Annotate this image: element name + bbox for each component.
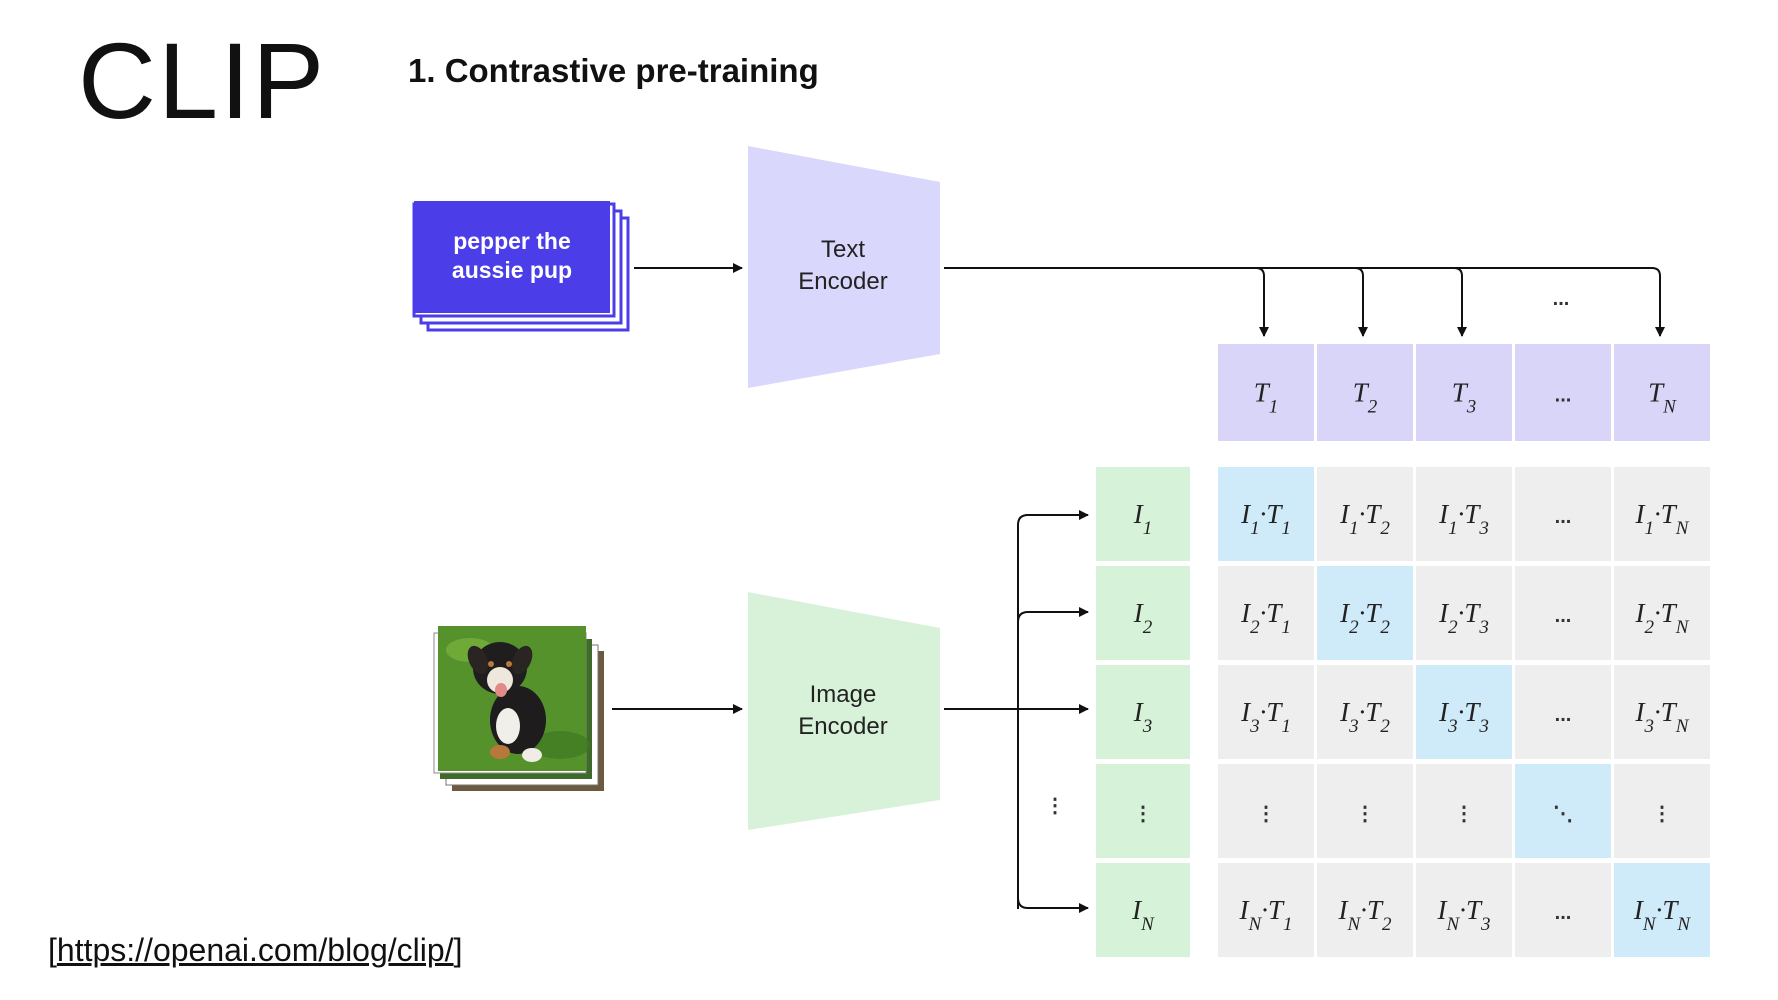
- matrix-cell-diagonal: [1416, 665, 1512, 759]
- matrix-cell: [1416, 566, 1512, 660]
- matrix-cell-diagonal: [1614, 863, 1710, 957]
- image-feature-box: [1096, 764, 1190, 858]
- matrix-vertical-ellipsis: ⋮: [1652, 803, 1672, 825]
- similarity-matrix: I1·T1 I1·T2 I1·T3... I1·TN I2·T1 I2·T2 I2·T3..…: [1218, 467, 1710, 957]
- text-encoder-line2: Encoder: [798, 268, 887, 295]
- matrix-cell: [1614, 566, 1710, 660]
- matrix-cell-label: I3·T2: [1339, 697, 1390, 737]
- matrix-cell: [1317, 764, 1413, 858]
- matrix-cell-label: IN·T3: [1437, 895, 1491, 935]
- matrix-cell: [1218, 566, 1314, 660]
- matrix-cell: [1317, 665, 1413, 759]
- matrix-horizontal-ellipsis: ...: [1555, 506, 1572, 528]
- image-feature-label: I3: [1133, 697, 1153, 737]
- matrix-cell-label: I2·T1: [1240, 598, 1291, 638]
- matrix-cell: [1614, 764, 1710, 858]
- text-feature-label: ...: [1555, 385, 1572, 407]
- matrix-cell: [1515, 467, 1611, 561]
- matrix-cell-label: I1·TN: [1635, 499, 1690, 539]
- source-url[interactable]: https://openai.com/blog/clip/: [56, 932, 454, 968]
- text-input-line1: pepper the: [453, 228, 571, 254]
- image-feature-box: [1096, 467, 1190, 561]
- text-feature-label: T3: [1452, 378, 1477, 418]
- text-input-stack: pepper the aussie pup: [412, 201, 630, 332]
- text-feature-box: [1218, 344, 1314, 441]
- matrix-diagonal-ellipsis: ⋱: [1553, 803, 1573, 825]
- matrix-cell: [1317, 467, 1413, 561]
- matrix-cell-diagonal: [1218, 467, 1314, 561]
- matrix-cell: [1515, 665, 1611, 759]
- matrix-cell-label: IN·T2: [1338, 895, 1392, 935]
- section-title: 1. Contrastive pre-training: [408, 52, 819, 89]
- image-feature-label: IN: [1131, 895, 1155, 935]
- source-link[interactable]: [https://openai.com/blog/clip/]: [48, 932, 462, 969]
- matrix-cell: [1218, 863, 1314, 957]
- text-feature-label: TN: [1648, 378, 1677, 418]
- matrix-cell-label: IN·TN: [1633, 895, 1691, 935]
- image-feature-label: ⋮: [1133, 803, 1153, 825]
- matrix-cell-label: I2·TN: [1635, 598, 1690, 638]
- source-bracket-close: ]: [453, 932, 463, 968]
- matrix-cell-label: I2·T3: [1438, 598, 1489, 638]
- text-feature-box: [1515, 344, 1611, 441]
- matrix-vertical-ellipsis: ⋮: [1454, 803, 1474, 825]
- image-feature-label: I2: [1133, 598, 1153, 638]
- matrix-cell-label: I3·TN: [1635, 697, 1690, 737]
- matrix-cell: [1416, 863, 1512, 957]
- text-input-line2: aussie pup: [452, 257, 572, 283]
- matrix-vertical-ellipsis: ⋮: [1355, 803, 1375, 825]
- matrix-cell-label: I3·T1: [1240, 697, 1291, 737]
- matrix-horizontal-ellipsis: ...: [1555, 605, 1572, 627]
- text-encoder: Text Encoder: [748, 146, 940, 388]
- puppy-photo-icon: [433, 626, 604, 791]
- matrix-cell-label: I1·T1: [1240, 499, 1291, 539]
- text-feature-label: T1: [1254, 378, 1279, 418]
- text-feature-row: T1 T2 T3... TN: [1218, 344, 1710, 441]
- matrix-cell-label: I3·T3: [1438, 697, 1489, 737]
- matrix-cell-label: IN·T1: [1239, 895, 1293, 935]
- matrix-horizontal-ellipsis: ...: [1555, 704, 1572, 726]
- matrix-cell: [1614, 665, 1710, 759]
- matrix-cell-label: I1·T2: [1339, 499, 1390, 539]
- matrix-cell: [1218, 665, 1314, 759]
- matrix-cell-diagonal: [1515, 764, 1611, 858]
- text-feature-box: [1614, 344, 1710, 441]
- matrix-cell: [1218, 764, 1314, 858]
- slide-title: CLIP: [78, 20, 327, 141]
- matrix-cell-diagonal: [1317, 566, 1413, 660]
- matrix-cell: [1416, 467, 1512, 561]
- matrix-cell: [1515, 566, 1611, 660]
- matrix-cell-label: I2·T2: [1339, 598, 1390, 638]
- image-feature-box: [1096, 665, 1190, 759]
- text-feature-ellipsis: ...: [1553, 288, 1570, 310]
- text-input-card: [414, 201, 610, 313]
- matrix-horizontal-ellipsis: ...: [1555, 902, 1572, 924]
- image-encoder-line2: Encoder: [798, 713, 887, 740]
- matrix-cell-label: I1·T3: [1438, 499, 1489, 539]
- text-encoder-line1: Text: [821, 236, 865, 263]
- image-feature-box: [1096, 566, 1190, 660]
- text-feature-box: [1317, 344, 1413, 441]
- image-feature-ellipsis: ⋮: [1045, 795, 1065, 817]
- text-feature-arrows: [944, 267, 1665, 337]
- image-feature-label: I1: [1133, 499, 1153, 539]
- image-encoder: Image Encoder: [748, 592, 940, 830]
- matrix-cell: [1515, 863, 1611, 957]
- image-encoder-line1: Image: [810, 681, 877, 708]
- text-feature-label: T2: [1353, 378, 1378, 418]
- matrix-cell: [1416, 764, 1512, 858]
- matrix-cell: [1317, 863, 1413, 957]
- text-feature-box: [1416, 344, 1512, 441]
- source-bracket-open: [: [48, 932, 57, 968]
- matrix-vertical-ellipsis: ⋮: [1256, 803, 1276, 825]
- matrix-cell: [1614, 467, 1710, 561]
- image-feature-box: [1096, 863, 1190, 957]
- image-feature-arrows: [944, 510, 1089, 913]
